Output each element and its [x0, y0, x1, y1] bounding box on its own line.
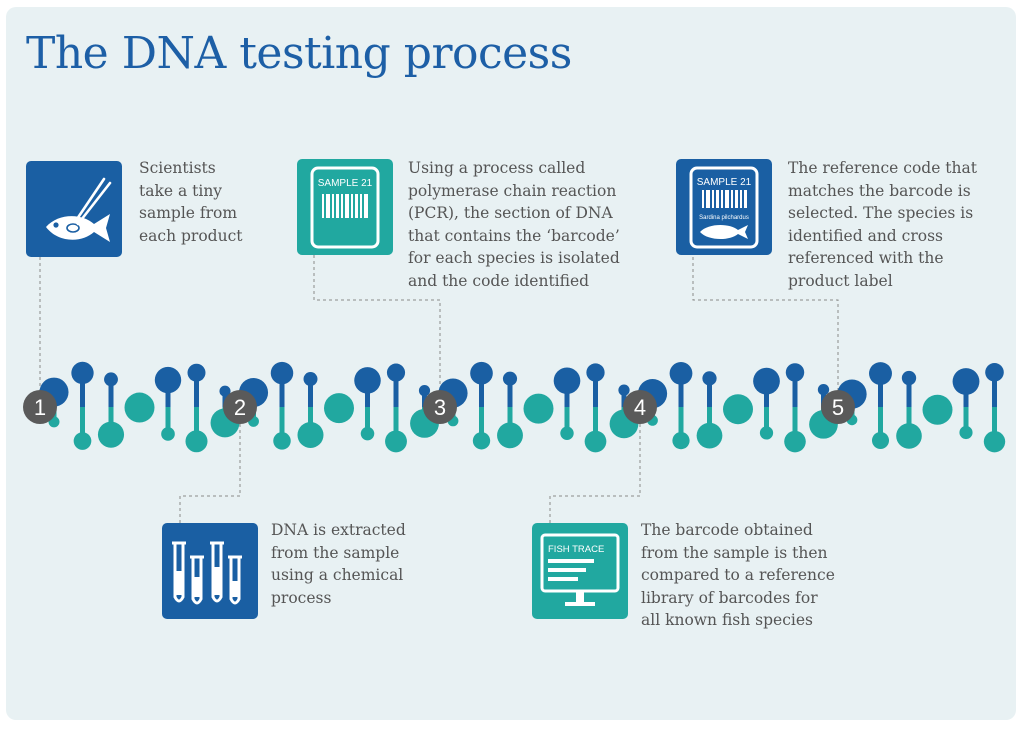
- helix-rung: [983, 363, 1006, 453]
- helix-rung: [270, 361, 294, 450]
- text-line: for each species is isolated: [408, 249, 620, 268]
- test-tubes-icon: [172, 541, 242, 605]
- text-line: product label: [788, 271, 893, 290]
- fish-tweezers-icon: [46, 177, 112, 242]
- text-line: and the code identified: [408, 271, 590, 290]
- connector-line: [549, 424, 641, 523]
- helix-rung: [723, 394, 753, 425]
- text-line: The barcode obtained: [641, 521, 813, 539]
- svg-text:3: 3: [434, 395, 446, 420]
- svg-text:SAMPLE 21: SAMPLE 21: [697, 177, 752, 188]
- text-line: Using a process called: [408, 159, 586, 177]
- step-1-description: Scientists take a tiny sample from each …: [139, 157, 242, 247]
- text-line: compared to a reference: [641, 566, 835, 585]
- barcode-label-icon: SAMPLE 21: [310, 166, 380, 249]
- connector-line: [179, 424, 241, 523]
- text-line: using a chemical: [271, 566, 404, 585]
- step-1-icon-box: [26, 161, 122, 257]
- step-4-description: The barcode obtained from the sample is …: [641, 519, 835, 632]
- helix-rung: [896, 370, 922, 449]
- connector-line: [692, 257, 839, 390]
- helix-rung: [124, 392, 155, 423]
- helix-rung: [584, 363, 607, 453]
- step-5-icon-box: SAMPLE 21 Sardina pilchardus: [676, 159, 772, 255]
- text-line: referenced with the: [788, 249, 944, 268]
- text-line: The reference code that: [788, 159, 977, 177]
- text-line: Scientists: [139, 159, 216, 177]
- helix-rungs: [39, 361, 1006, 453]
- text-line: that contains the ‘barcode’: [408, 226, 620, 245]
- text-line: process: [271, 588, 332, 607]
- svg-text:FISH TRACE: FISH TRACE: [548, 544, 604, 555]
- helix-rung: [354, 367, 381, 441]
- step-number-2: 2: [223, 390, 257, 424]
- step-number-4: 4: [623, 390, 657, 424]
- helix-rung: [97, 372, 125, 448]
- page-title: The DNA testing process: [26, 28, 572, 79]
- text-line: all known fish species: [641, 611, 813, 630]
- text-line: DNA is extracted: [271, 521, 406, 539]
- helix-rung: [71, 361, 94, 450]
- text-line: take a tiny: [139, 181, 223, 200]
- helix-rung: [185, 363, 208, 453]
- helix-rung: [669, 361, 693, 450]
- helix-rung: [324, 393, 354, 424]
- svg-text:Sardina pilchardus: Sardina pilchardus: [699, 215, 749, 221]
- helix-rung: [297, 372, 324, 448]
- helix-rung: [753, 367, 780, 440]
- step-number-5: 5: [821, 390, 855, 424]
- text-line: (PCR), the section of DNA: [408, 204, 613, 223]
- helix-rung: [470, 361, 493, 450]
- step-number-3: 3: [423, 390, 457, 424]
- helix-rung: [553, 367, 581, 440]
- step-3-description: Using a process called polymerase chain …: [408, 157, 620, 293]
- helix-rung: [523, 393, 554, 424]
- text-line: polymerase chain reaction: [408, 181, 617, 200]
- svg-text:2: 2: [234, 395, 246, 420]
- text-line: sample from: [139, 204, 238, 223]
- helix-rung: [385, 363, 407, 453]
- step-2-icon-box: [162, 523, 258, 619]
- text-line: selected. The species is: [788, 204, 974, 223]
- step-2-description: DNA is extracted from the sample using a…: [271, 519, 406, 609]
- helix-rung: [497, 371, 523, 449]
- text-line: matches the barcode is: [788, 181, 971, 200]
- text-line: each product: [139, 226, 243, 245]
- svg-text:4: 4: [634, 395, 646, 420]
- species-label-icon: SAMPLE 21 Sardina pilchardus: [689, 166, 759, 249]
- text-line: from the sample: [271, 543, 400, 562]
- text-line: library of barcodes for: [641, 588, 818, 607]
- step-number-1: 1: [23, 390, 57, 424]
- connector-lines: [39, 255, 839, 523]
- svg-text:5: 5: [832, 395, 844, 420]
- helix-rung: [952, 368, 980, 440]
- helix-rung: [869, 362, 892, 449]
- step-5-description: The reference code that matches the barc…: [788, 157, 977, 293]
- helix-rung: [696, 371, 723, 449]
- text-line: from the sample is then: [641, 543, 828, 562]
- svg-text:1: 1: [34, 395, 46, 420]
- helix-rung: [922, 394, 953, 425]
- text-line: identified and cross: [788, 226, 943, 245]
- connector-line: [313, 255, 441, 390]
- step-4-icon-box: FISH TRACE: [532, 523, 628, 619]
- svg-text:SAMPLE 21: SAMPLE 21: [318, 178, 373, 189]
- step-numbers: 1 2 3 4 5: [23, 390, 855, 424]
- step-3-icon-box: SAMPLE 21: [297, 159, 393, 255]
- helix-rung: [784, 363, 806, 453]
- monitor-icon: FISH TRACE: [540, 533, 620, 606]
- helix-rung: [154, 366, 182, 441]
